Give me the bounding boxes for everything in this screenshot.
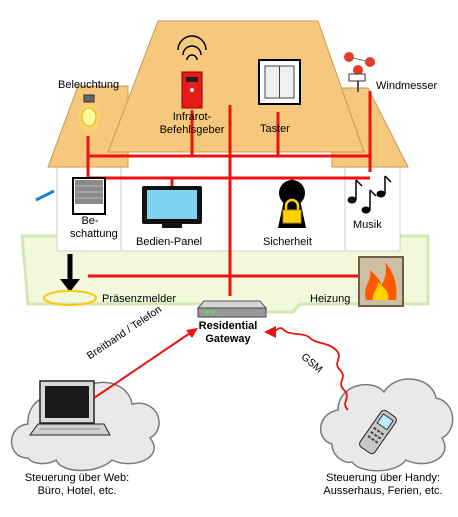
music-notes-icon [347, 175, 392, 214]
label-sicherheit: Sicherheit [263, 236, 312, 248]
label-infrarot-line2: Befehlsgeber [159, 124, 225, 136]
security-lock-icon [278, 180, 306, 228]
residential-gateway-icon [196, 300, 268, 318]
label-handy-line1: Steuerung über Handy: [326, 472, 440, 484]
broadband-connection-arrow [93, 328, 198, 399]
blinds-icon [72, 177, 106, 215]
sign-icon [35, 189, 55, 202]
label-beschattung: Be- schattung [70, 215, 118, 241]
label-gateway: Residential Gateway [190, 320, 266, 346]
wall-middle [120, 151, 346, 252]
monitor-icon [142, 186, 202, 228]
switch-icon [258, 59, 301, 105]
label-web: Steuerung über Web: Büro, Hotel, etc. [2, 472, 152, 498]
roof-left [47, 85, 129, 168]
mobile-phone-icon [359, 409, 397, 455]
label-infrarot-line1: Infrarot- [172, 111, 212, 123]
label-musik: Musik [353, 219, 382, 231]
infrared-remote-icon [177, 35, 207, 109]
presence-sensor-icon [43, 254, 97, 306]
label-bedien-panel: Bedien-Panel [136, 236, 203, 248]
heating-fire-icon [358, 256, 404, 307]
wall-right [344, 166, 401, 252]
label-gateway-line2: Gateway [205, 333, 251, 345]
label-infrarot: Infrarot- Befehlsgeber [150, 111, 234, 137]
label-web-line1: Steuerung über Web: [24, 472, 130, 484]
label-handy-line2: Ausserhaus, Ferien, etc. [323, 485, 443, 497]
anemometer-icon [344, 52, 375, 92]
label-heizung: Heizung [310, 293, 351, 305]
label-beschattung-line2: schattung [70, 228, 118, 240]
label-beleuchtung: Beleuchtung [58, 79, 120, 91]
label-gateway-line1: Residential [198, 320, 258, 332]
label-web-line2: Büro, Hotel, etc. [37, 485, 117, 497]
label-praesenzmelder: Präsenzmelder [102, 293, 176, 305]
lamp-icon [78, 94, 100, 132]
label-taster: Taster [260, 123, 290, 135]
laptop-icon [29, 380, 111, 436]
roof-main [107, 20, 365, 153]
label-windmesser: Windmesser [376, 80, 438, 92]
ground-floor [20, 234, 430, 314]
label-beschattung-line1: Be- [81, 215, 99, 227]
gsm-connection-arrow [264, 326, 349, 411]
label-handy: Steuerung über Handy: Ausserhaus, Ferien… [310, 472, 456, 498]
